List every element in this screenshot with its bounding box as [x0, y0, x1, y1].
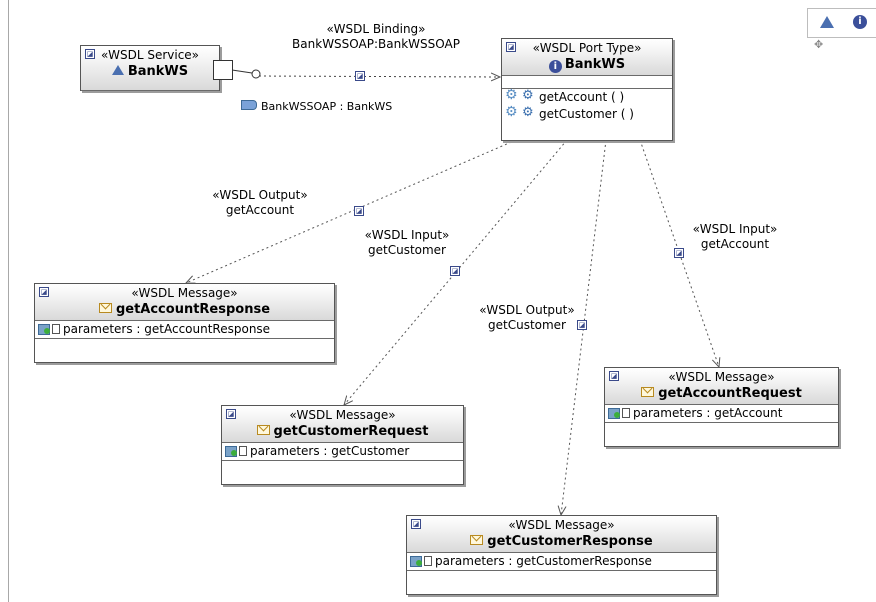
message-part-row[interactable]: parameters : getCustomerResponse [407, 553, 716, 571]
operation-name: getAccount ( ) [539, 90, 625, 104]
edge-stereotype: «WSDL Input» [364, 228, 450, 242]
edge-label-output-getaccount: «WSDL Output» getAccount [205, 188, 315, 218]
message-header: ◪ «WSDL Message» getCustomerRequest [222, 406, 463, 443]
canvas-border [8, 0, 9, 602]
operation-gear-icon [505, 87, 537, 104]
message-header: ◪ «WSDL Message» getAccountRequest [605, 368, 838, 405]
edge-name: getAccount [225, 203, 295, 217]
collapse-icon[interactable]: ◪ [411, 519, 421, 529]
collapse-icon[interactable]: ◪ [85, 49, 95, 59]
binding-label: «WSDL Binding» BankWSSOAP:BankWSSOAP [276, 22, 476, 52]
message-part: parameters : getCustomerResponse [435, 554, 652, 568]
service-port-stub [231, 69, 253, 74]
message-get-account-request[interactable]: ◪ «WSDL Message» getAccountRequest param… [604, 367, 839, 447]
service-port-box[interactable] [213, 60, 233, 80]
envelope-icon [641, 387, 655, 397]
collapse-icon[interactable]: ◪ [609, 371, 619, 381]
message-part: parameters : getAccount [633, 406, 783, 420]
edge-input-getcustomer-icon[interactable]: ◪ [450, 266, 460, 276]
edge-name: getCustomer [368, 243, 446, 257]
binding-edge-icon[interactable]: ◪ [355, 71, 365, 81]
binding-port-text: BankWSSOAP : BankWS [261, 100, 393, 113]
message-name: getAccountRequest [658, 386, 802, 401]
edge-name: getAccount [700, 237, 770, 251]
part-icon [410, 555, 432, 567]
edge-output-getcustomer-icon[interactable]: ◪ [577, 320, 587, 330]
message-part-row[interactable]: parameters : getAccount [605, 405, 838, 423]
message-stereotype: «WSDL Message» [131, 286, 238, 300]
envelope-icon [470, 535, 484, 545]
message-name: getAccountResponse [115, 302, 271, 317]
floating-palette: i [807, 8, 876, 38]
operation-row[interactable]: getCustomer ( ) [502, 104, 672, 123]
message-name: getCustomerRequest [273, 424, 429, 439]
service-stereotype: «WSDL Service» [100, 48, 200, 62]
add-service-tool-button[interactable] [820, 15, 835, 30]
port-type-attributes-compartment [502, 76, 672, 89]
part-icon [608, 407, 630, 419]
message-part: parameters : getCustomer [250, 444, 410, 458]
message-part-row[interactable]: parameters : getCustomer [222, 443, 463, 461]
edge-label-input-getcustomer: «WSDL Input» getCustomer [352, 228, 462, 258]
add-port-type-tool-button[interactable]: i [853, 15, 868, 30]
message-part-row[interactable]: parameters : getAccountResponse [35, 321, 334, 339]
edge-output-getaccount-icon[interactable]: ◪ [354, 206, 364, 216]
edge-stereotype: «WSDL Input» [692, 222, 778, 236]
edge-input-getaccount-icon[interactable]: ◪ [674, 248, 684, 258]
service-flask-icon [820, 16, 834, 28]
part-icon [38, 323, 60, 335]
binding-stereotype: «WSDL Binding» [326, 22, 426, 36]
edge-label-input-getaccount: «WSDL Input» getAccount [680, 222, 790, 252]
message-header: ◪ «WSDL Message» getAccountResponse [35, 284, 334, 321]
message-stereotype: «WSDL Message» [508, 518, 615, 532]
envelope-icon [256, 425, 270, 435]
operation-name: getCustomer ( ) [539, 107, 634, 121]
move-handle-icon[interactable]: ✥ [814, 38, 824, 51]
binding-port-label: BankWSSOAP : BankWS [241, 100, 392, 113]
wsdl-service-node[interactable]: ◪ «WSDL Service» BankWS [80, 45, 220, 91]
service-name-line: BankWS [81, 63, 219, 82]
part-icon [225, 445, 247, 457]
message-name-line: getAccountRequest [605, 385, 838, 404]
message-get-customer-response[interactable]: ◪ «WSDL Message» getCustomerResponse par… [406, 515, 717, 595]
operation-gear-icon [505, 104, 537, 121]
message-header: ◪ «WSDL Message» getCustomerResponse [407, 516, 716, 553]
message-stereotype: «WSDL Message» [668, 370, 775, 384]
message-part: parameters : getAccountResponse [63, 322, 271, 336]
message-name-line: getAccountResponse [35, 301, 334, 320]
service-flask-icon [111, 65, 124, 75]
interface-info-icon: i [548, 60, 562, 73]
edge-stereotype: «WSDL Output» [479, 303, 575, 317]
wsdl-service-header: ◪ «WSDL Service» BankWS [81, 46, 219, 91]
service-name: BankWS [127, 64, 189, 79]
port-tag-icon [241, 100, 257, 110]
message-name: getCustomerResponse [487, 534, 653, 549]
binding-name: BankWSSOAP:BankWSSOAP [292, 37, 460, 51]
message-name-line: getCustomerRequest [222, 423, 463, 442]
envelope-icon [98, 303, 112, 313]
edge-stereotype: «WSDL Output» [212, 188, 308, 202]
collapse-icon[interactable]: ◪ [506, 42, 516, 52]
message-get-account-response[interactable]: ◪ «WSDL Message» getAccountResponse para… [34, 283, 335, 363]
edge-label-output-getcustomer: «WSDL Output» getCustomer [472, 303, 582, 333]
edge-name: getCustomer [488, 318, 566, 332]
port-type-name: BankWS [564, 57, 626, 72]
collapse-icon[interactable]: ◪ [39, 287, 49, 297]
message-get-customer-request[interactable]: ◪ «WSDL Message» getCustomerRequest para… [221, 405, 464, 485]
interface-info-icon: i [853, 15, 867, 29]
operation-row[interactable]: getAccount ( ) [502, 87, 672, 106]
collapse-icon[interactable]: ◪ [226, 409, 236, 419]
port-type-stereotype: «WSDL Port Type» [532, 41, 642, 55]
service-port-lollipop [251, 69, 261, 79]
message-stereotype: «WSDL Message» [289, 408, 396, 422]
binding-edge[interactable] [253, 76, 500, 77]
message-name-line: getCustomerResponse [407, 533, 716, 552]
